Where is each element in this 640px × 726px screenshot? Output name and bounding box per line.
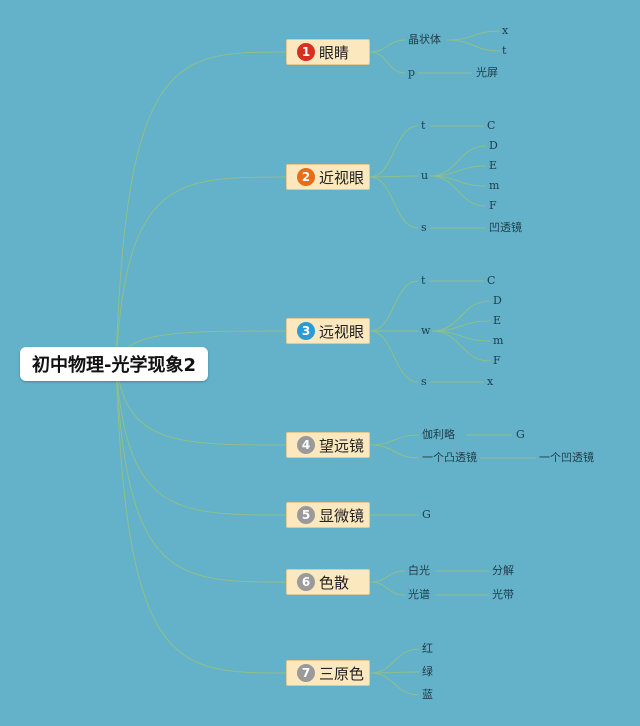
leaf-crystalline-lens[interactable]: 晶状体 <box>408 33 441 46</box>
number-badge-6: 6 <box>297 573 315 591</box>
leaf-red[interactable]: 红 <box>422 642 433 655</box>
branch-topic-3[interactable]: 3 远视眼 <box>286 318 370 344</box>
connector-line <box>369 434 420 446</box>
root-to-branch-4 <box>115 363 287 446</box>
leaf-c[interactable]: C <box>487 119 496 132</box>
branch-topic-1[interactable]: 1 眼睛 <box>286 39 370 65</box>
root-topic[interactable]: 初中物理-光学现象2 <box>20 347 208 381</box>
connector-line <box>369 672 420 696</box>
leaf-x[interactable]: x <box>502 24 509 37</box>
leaf-d[interactable]: D <box>489 139 498 152</box>
root-to-branch-1 <box>115 51 287 365</box>
leaf-x[interactable]: x <box>487 375 494 388</box>
connector-line <box>369 570 406 583</box>
branch-label-1: 眼睛 <box>319 43 350 62</box>
leaf-t[interactable]: t <box>502 44 507 57</box>
connector-line <box>369 125 419 178</box>
root-to-branch-2 <box>115 176 287 365</box>
branch-topic-6[interactable]: 6 色散 <box>286 569 370 595</box>
leaf-p[interactable]: p <box>408 66 416 79</box>
connector-line <box>446 39 501 52</box>
leaf-white-light[interactable]: 白光 <box>408 564 430 577</box>
leaf-w[interactable]: w <box>421 324 431 337</box>
connector-line <box>369 51 406 74</box>
leaf-screen[interactable]: 光屏 <box>476 66 498 79</box>
number-badge-7: 7 <box>297 664 315 682</box>
leaf-t[interactable]: t <box>421 119 426 132</box>
connector-line <box>369 444 420 459</box>
number-badge-1: 1 <box>297 43 315 61</box>
branch-topic-2[interactable]: 2 近视眼 <box>286 164 370 190</box>
leaf-s[interactable]: s <box>421 375 427 388</box>
leaf-g[interactable]: G <box>422 508 431 521</box>
leaf-s[interactable]: s <box>421 221 427 234</box>
connector-line <box>369 330 419 383</box>
leaf-d[interactable]: D <box>493 294 502 307</box>
leaf-one-convex-lens[interactable]: 一个凸透镜 <box>422 451 477 464</box>
number-badge-3: 3 <box>297 322 315 340</box>
branch-topic-5[interactable]: 5 显微镜 <box>286 502 370 528</box>
branch-label-7: 三原色 <box>319 664 365 683</box>
leaf-decompose[interactable]: 分解 <box>492 564 514 577</box>
connector-line <box>446 30 501 41</box>
root-to-branch-5 <box>115 363 287 516</box>
connector-line <box>431 320 491 332</box>
branch-label-5: 显微镜 <box>319 506 365 525</box>
connector-line <box>369 581 406 596</box>
leaf-one-concave-lens[interactable]: 一个凹透镜 <box>539 451 594 464</box>
branch-label-4: 望远镜 <box>319 436 365 455</box>
leaf-galileo[interactable]: 伽利略 <box>422 428 455 441</box>
leaf-blue[interactable]: 蓝 <box>422 688 433 701</box>
leaf-g[interactable]: G <box>516 428 525 441</box>
branch-topic-7[interactable]: 7 三原色 <box>286 660 370 686</box>
connector-line <box>369 280 419 332</box>
connector-line <box>429 165 487 177</box>
connector-line <box>369 176 419 229</box>
connector-line <box>431 330 491 362</box>
leaf-concave-lens[interactable]: 凹透镜 <box>489 221 522 234</box>
root-to-branch-6 <box>115 363 287 583</box>
branch-label-6: 色散 <box>319 573 350 592</box>
connector-line <box>369 175 419 178</box>
number-badge-2: 2 <box>297 168 315 186</box>
connector-line <box>429 175 487 207</box>
number-badge-4: 4 <box>297 436 315 454</box>
leaf-c[interactable]: C <box>487 274 496 287</box>
root-to-branch-7 <box>115 363 287 674</box>
leaf-u[interactable]: u <box>421 169 429 182</box>
leaf-m[interactable]: m <box>493 334 504 347</box>
leaf-e[interactable]: E <box>489 159 498 172</box>
number-badge-5: 5 <box>297 506 315 524</box>
branch-label-2: 近视眼 <box>319 168 365 187</box>
branch-topic-4[interactable]: 4 望远镜 <box>286 432 370 458</box>
leaf-spectrum[interactable]: 光谱 <box>408 588 430 601</box>
leaf-f[interactable]: F <box>489 199 497 212</box>
connector-line <box>369 39 406 53</box>
leaf-e[interactable]: E <box>493 314 502 327</box>
leaf-light-band[interactable]: 光带 <box>492 588 514 601</box>
leaf-f[interactable]: F <box>493 354 501 367</box>
branch-label-3: 远视眼 <box>319 322 365 341</box>
connector-line <box>369 648 420 674</box>
leaf-green[interactable]: 绿 <box>422 665 433 678</box>
leaf-t[interactable]: t <box>421 274 426 287</box>
leaf-m[interactable]: m <box>489 179 500 192</box>
